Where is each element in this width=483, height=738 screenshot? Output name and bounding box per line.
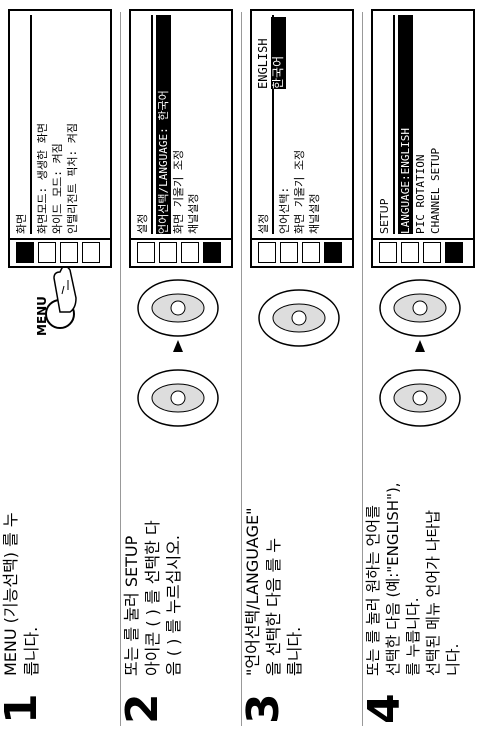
sound-menu-icon [401, 242, 419, 263]
tv-screen: 설정 언어선택: 화면 기울기 조정 채널설정 ENGLISH 한국어 [250, 9, 354, 268]
screen-line: 채널설정 [308, 193, 321, 234]
channel-menu-icon [60, 242, 78, 263]
menu-icons-bar [373, 238, 473, 266]
channel-menu-icon [302, 242, 320, 263]
sound-menu-icon [280, 242, 298, 263]
menu-button-hand-icon: MENU [35, 265, 77, 336]
channel-menu-icon [181, 242, 199, 263]
setup-menu-icon [445, 242, 463, 263]
tv-screen: 화면 화면모드: 생생한 화면 와이드 모드: 켜짐 인텔리전트 픽처: 켜짐 [8, 9, 112, 268]
step-number: 1 [0, 693, 47, 724]
language-option: ENGLISH [256, 38, 270, 89]
channel-menu-icon [423, 242, 441, 263]
screen-line: 화면모드: 생생한 화면 [36, 123, 49, 234]
screen-line: 화면 기울기 조정 [172, 149, 185, 234]
screen-line: 채널설정 [187, 193, 200, 234]
step-number: 4 [359, 693, 410, 724]
menu-icons-bar [131, 238, 231, 266]
screen-line: 와이드 모드: 켜짐 [51, 143, 64, 234]
setup-menu-icon [82, 242, 100, 263]
sound-menu-icon [38, 242, 56, 263]
language-options: ENGLISH 한국어 [256, 17, 286, 89]
menu-icons-bar [252, 238, 352, 266]
screen-title: 화면 [14, 15, 32, 234]
screen-line: 인텔리전트 픽처: 켜짐 [66, 123, 79, 234]
remote-pad-icon [137, 279, 219, 427]
step-instruction: MENU (기능선택) 를 누 릅니다. [1, 512, 41, 676]
step-instruction: "언어선택/LANGUAGE" 을 선택한 다음 를 누 릅니다. [243, 507, 304, 676]
setup-menu-icon [203, 242, 221, 263]
setup-menu-icon [324, 242, 342, 263]
menu-icons-bar [10, 238, 110, 266]
picture-menu-icon [379, 242, 397, 263]
step-1: 1 MENU (기능선택) 를 누 릅니다. MENU 화면 화면모드: 생생한… [0, 0, 120, 738]
tv-screen: 설정 언어선택/LANGUAGE: 한국어 화면 기울기 조정 채널설정 [129, 9, 233, 268]
step-number: 3 [238, 693, 289, 724]
picture-menu-icon [258, 242, 276, 263]
step-instruction: 또는 를 눌러 원하는 언어를 선택한 다음 (예:"ENGLISH"), 를 … [364, 482, 462, 676]
tv-screen: SETUP LANGUAGE:ENGLISH PIC ROTATION CHAN… [371, 9, 475, 268]
menu-button-label: MENU [35, 296, 49, 336]
screen-title: 설정 [135, 15, 153, 234]
screen-line: 언어선택/LANGUAGE: 한국어 [156, 15, 171, 234]
screen-line: PIC ROTATION [414, 154, 427, 234]
screen-line: LANGUAGE:ENGLISH [398, 15, 413, 234]
step-4: 4 또는 를 눌러 원하는 언어를 선택한 다음 (예:"ENGLISH"), … [359, 0, 483, 738]
screen-line: 화면 기울기 조정 [293, 149, 306, 234]
screen-title: SETUP [377, 15, 395, 234]
screen-line: CHANNEL SETUP [429, 147, 442, 234]
picture-menu-icon [16, 242, 34, 263]
step-instruction: 또는 를 눌러 SETUP 아이콘 ( ) 를 선택한 다 음 ( ) 를 누르… [122, 520, 183, 676]
step-3: 3 "언어선택/LANGUAGE" 을 선택한 다음 를 누 릅니다. 설정 언… [238, 0, 362, 738]
remote-pad-icon [379, 279, 461, 427]
remote-pad-icon [258, 289, 340, 347]
step-number: 2 [117, 693, 168, 724]
language-option: 한국어 [271, 17, 286, 89]
sound-menu-icon [159, 242, 177, 263]
step-2: 2 또는 를 눌러 SETUP 아이콘 ( ) 를 선택한 다 음 ( ) 를 … [117, 0, 241, 738]
picture-menu-icon [137, 242, 155, 263]
